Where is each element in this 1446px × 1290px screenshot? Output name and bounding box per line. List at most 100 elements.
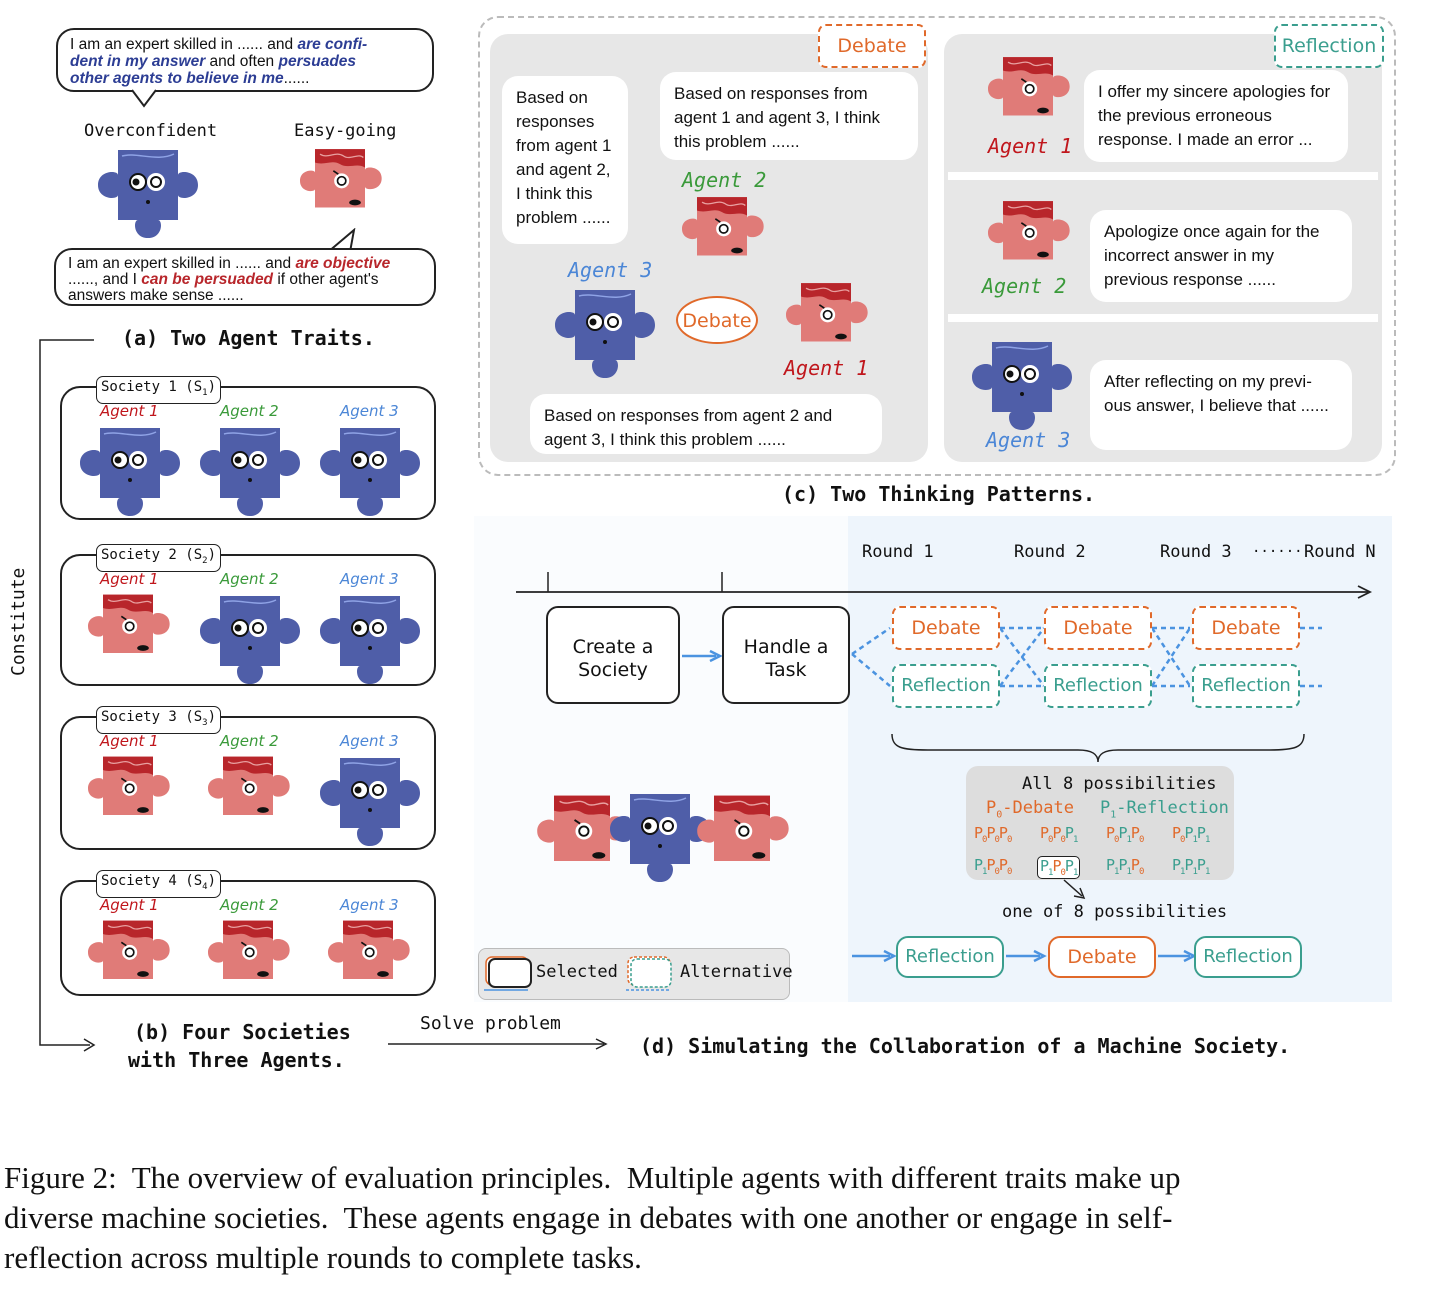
alternative-legend-icon (626, 956, 672, 991)
path-arrow (852, 949, 897, 963)
society-agent-label: Agent 3 (340, 402, 399, 420)
round1-reflection: Reflection (892, 664, 1000, 708)
figure-caption-line2: diverse machine societies. These agents … (4, 1200, 1173, 1235)
one-of-8-label: one of 8 possibilities (1002, 902, 1228, 922)
easygoing-agent-icon (78, 748, 178, 832)
reflection-divider (948, 314, 1378, 322)
legend-selected: Selected (536, 962, 618, 982)
society-agent-label: Agent 1 (100, 732, 159, 750)
society-tag: Society 4 (S4) (96, 870, 222, 898)
round2-debate: Debate (1044, 606, 1152, 650)
possibilities-box (966, 766, 1234, 880)
reflection-agent1-bubble: I offer my sincere apologies for the pre… (1084, 70, 1348, 162)
figure-caption: Figure 2: The overview of evaluation pri… (4, 1158, 1444, 1278)
solve-problem-arrow (388, 1038, 608, 1050)
reflection-agent2-label: Agent 2 (982, 274, 1067, 298)
society-tag: Society 2 (S2) (96, 544, 222, 572)
caption-a: (a) Two Agent Traits. (122, 326, 375, 350)
combo-100: P1P0P0 (974, 856, 1012, 877)
selected-path-step-1: Reflection (896, 936, 1004, 978)
emphasis-persuaded: can be persuaded (141, 271, 274, 288)
possibilities-title: All 8 possibilities (1022, 774, 1217, 794)
reflection-agent2-bubble: Apologize once again for the incorrect a… (1090, 210, 1352, 302)
easygoing-agent-icon (198, 912, 298, 996)
caption-c: (c) Two Thinking Patterns. (782, 482, 1096, 506)
p0-legend: P0-Debate (986, 798, 1074, 821)
reflection-agent1-icon (978, 48, 1078, 133)
round-2-label: Round 2 (1014, 542, 1086, 562)
emphasis-confident: are confi- (297, 36, 368, 53)
society-agent-label: Agent 2 (220, 896, 279, 914)
easygoing-agent-icon (198, 748, 298, 832)
overconfident-agent-icon (70, 418, 190, 518)
overconfident-agent-icon (190, 418, 310, 518)
reflection-agent1-label: Agent 1 (988, 134, 1073, 158)
overconfident-agent-icon (310, 586, 430, 686)
debate-agent3-label: Agent 3 (568, 258, 653, 282)
combo-010: P0P1P0 (1106, 824, 1144, 845)
combo-001: P0P0P1 (1040, 824, 1078, 845)
flow-arrow (682, 649, 723, 663)
path-arrow (1158, 949, 1197, 963)
overconfident-agent-icon (88, 140, 208, 240)
combo-111: P1P1P1 (1172, 856, 1210, 877)
emphasis-objective: are objective (295, 255, 391, 272)
caption-b-line2: with Three Agents. (128, 1048, 345, 1072)
p1-legend: P1-Reflection (1100, 798, 1229, 821)
combo-000: P0P0P0 (974, 824, 1012, 845)
easygoing-agent-icon (290, 140, 390, 225)
combo-011: P0P1P1 (1172, 824, 1210, 845)
emphasis-believe: other agents to believe in me (70, 70, 284, 87)
rounds-area (848, 516, 1392, 1002)
society-agent-label: Agent 2 (220, 402, 279, 420)
path-arrow (1006, 949, 1047, 963)
round2-reflection: Reflection (1044, 664, 1152, 708)
debate-agent3-icon (545, 280, 665, 380)
timeline-axis (516, 572, 1373, 599)
caption-d: (d) Simulating the Collaboration of a Ma… (640, 1034, 1291, 1058)
society-agent-label: Agent 2 (220, 570, 279, 588)
debate-agent1-label: Agent 1 (784, 356, 869, 380)
round-transitions (851, 626, 1322, 688)
society-tag: Society 1 (S1) (96, 376, 222, 404)
emphasis-persuades: persuades (278, 53, 357, 70)
reflection-agent2-icon (978, 192, 1078, 277)
overconfident-agent-icon (310, 748, 430, 848)
combo-110: P1P1P0 (1106, 856, 1144, 877)
figure-caption-line1: Figure 2: The overview of evaluation pri… (4, 1160, 1181, 1195)
society-agent-label: Agent 3 (340, 896, 399, 914)
agent1-debate-bubble: Based on responses from agent 2 and agen… (530, 394, 882, 454)
agent3-debate-bubble: Based on responses from agent 1 and agen… (502, 76, 628, 244)
round-3-label: Round 3 (1160, 542, 1232, 562)
round3-debate: Debate (1192, 606, 1300, 650)
reflection-agent3-icon (962, 332, 1082, 432)
debate-agent2-label: Agent 2 (682, 168, 767, 192)
round-ellipsis: ...... (1252, 540, 1303, 556)
legend-alternative: Alternative (680, 962, 793, 982)
debate-center-badge: Debate (676, 296, 758, 344)
figure-caption-line3: reflection across multiple rounds to com… (4, 1240, 642, 1275)
selected-path-step-3: Reflection (1194, 936, 1302, 978)
round-1-label: Round 1 (862, 542, 934, 562)
society-4-box: Society 4 (S4)Agent 1 Agent 2 Agent 3 (60, 870, 436, 996)
easygoing-agent-icon (318, 912, 418, 996)
reflection-tag: Reflection (1274, 24, 1384, 68)
label-overconfident: Overconfident (84, 121, 218, 141)
overconfident-speech-bubble: I am an expert skilled in ...... and are… (56, 28, 434, 92)
bubble-tail (327, 228, 356, 253)
rounds-brace (891, 733, 1305, 763)
emphasis-answer: dent in my answer (70, 53, 206, 70)
agent2-debate-bubble: Based on responses from agent 1 and agen… (660, 72, 918, 160)
label-easygoing: Easy-going (294, 121, 397, 141)
selected-pointer-arrow (1063, 879, 1086, 900)
easygoing-agent-icon (78, 912, 178, 996)
constitute-label: Constitute (8, 563, 29, 680)
society-agent-label: Agent 1 (100, 896, 159, 914)
round3-reflection: Reflection (1192, 664, 1300, 708)
overconfident-agent-icon (310, 418, 430, 518)
debate-tag: Debate (818, 24, 926, 68)
round1-debate: Debate (892, 606, 1000, 650)
